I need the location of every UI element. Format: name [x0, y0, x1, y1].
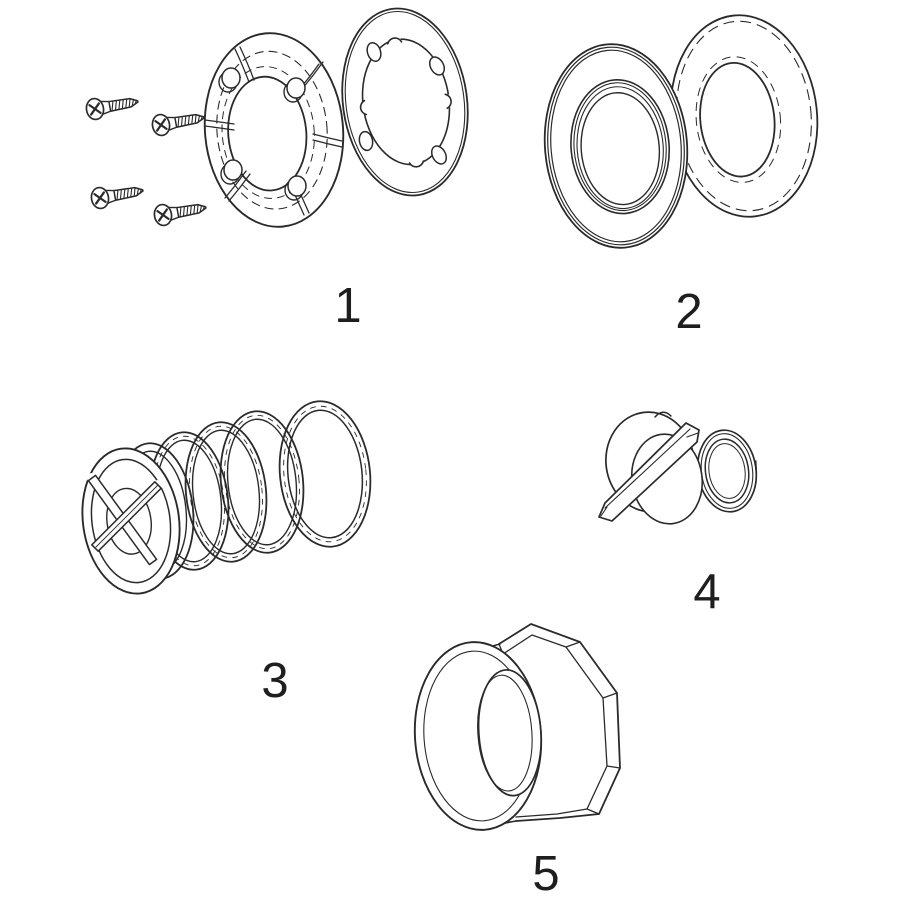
- knob-lever-blade: [598, 422, 700, 522]
- handle-knob: [598, 411, 704, 525]
- part-3-label: 3: [261, 654, 288, 708]
- escutcheon-ring: [543, 43, 689, 249]
- screws-group: [83, 90, 209, 228]
- part-1-label: 1: [334, 279, 361, 333]
- screw-icon: [149, 106, 207, 138]
- plate-hole: [430, 145, 448, 165]
- seal-ring: [696, 429, 758, 513]
- stack-ring-4: [219, 410, 305, 554]
- flange-segment-lines: [204, 46, 343, 216]
- flange-gasket-plate: [341, 7, 469, 197]
- split-flange-ring: [203, 32, 345, 228]
- part-4-knob-and-seal: 4: [598, 411, 758, 619]
- plate-hole: [428, 56, 446, 76]
- plate-hole: [358, 130, 374, 152]
- part-5-hex-bushing: 5: [413, 623, 621, 900]
- part-1-screws-and-flange: 1: [83, 7, 469, 333]
- screw-icon: [88, 179, 146, 211]
- cross-brace-disc: [81, 447, 181, 595]
- screw-icon: [151, 196, 209, 228]
- part-2-label: 2: [675, 285, 702, 339]
- part-2-rings: 2: [543, 14, 819, 339]
- bushing-front-flange: [413, 641, 543, 831]
- flange-screw-bosses: [218, 67, 307, 201]
- part-4-label: 4: [693, 565, 720, 619]
- stack-ring-5: [278, 400, 372, 548]
- gasket-washer: [669, 14, 819, 218]
- part-3-ring-stack: 3: [81, 400, 372, 708]
- screw-icon: [83, 90, 141, 122]
- knob-top-nub: [654, 411, 672, 418]
- part-5-label: 5: [532, 847, 559, 900]
- plate-hole: [366, 41, 382, 63]
- stack-ring-3: [184, 421, 268, 563]
